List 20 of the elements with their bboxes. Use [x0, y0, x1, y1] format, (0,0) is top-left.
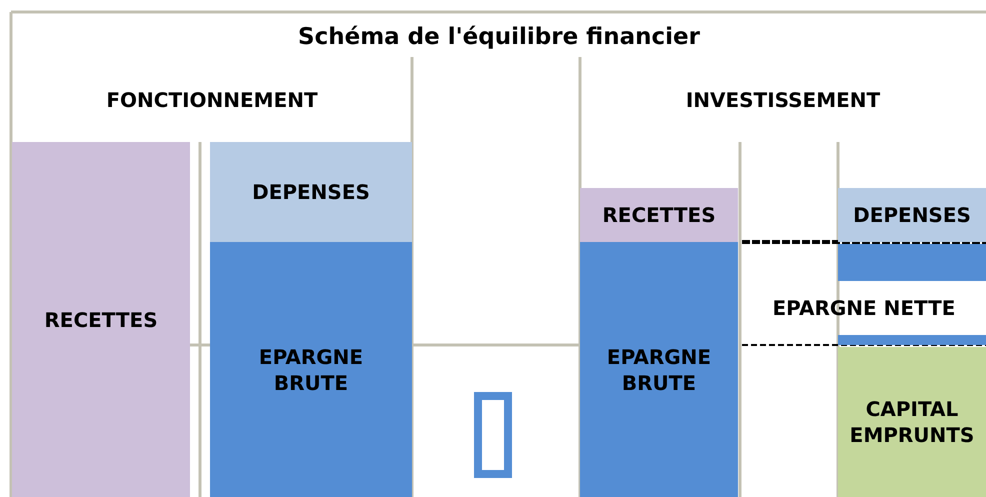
savings-bar [838, 244, 986, 281]
block-label: DEPENSES [252, 179, 370, 205]
block-label: RECETTES [44, 306, 158, 332]
savings-block [210, 242, 412, 497]
revenue-block [12, 142, 190, 497]
section-heading: FONCTIONNEMENT [105, 88, 319, 112]
revenue-block [580, 188, 738, 242]
section-heading: INVESTISSEMENT [684, 88, 882, 112]
savings-bar [838, 335, 986, 345]
diagram-title: Schéma de l'équilibre financier [297, 24, 701, 50]
expense-block [838, 188, 986, 242]
block-label: EPARGNE BRUTE [606, 344, 712, 396]
block-label: EPARGNE BRUTE [258, 344, 364, 396]
expense-block [210, 142, 412, 242]
loan-capital-block [838, 347, 986, 497]
block-label: CAPITAL EMPRUNTS [850, 396, 974, 448]
savings-label: EPARGNE NETTE [772, 296, 956, 320]
block-label: RECETTES [602, 202, 716, 228]
savings-block [580, 242, 738, 497]
block-label: DEPENSES [853, 202, 971, 228]
